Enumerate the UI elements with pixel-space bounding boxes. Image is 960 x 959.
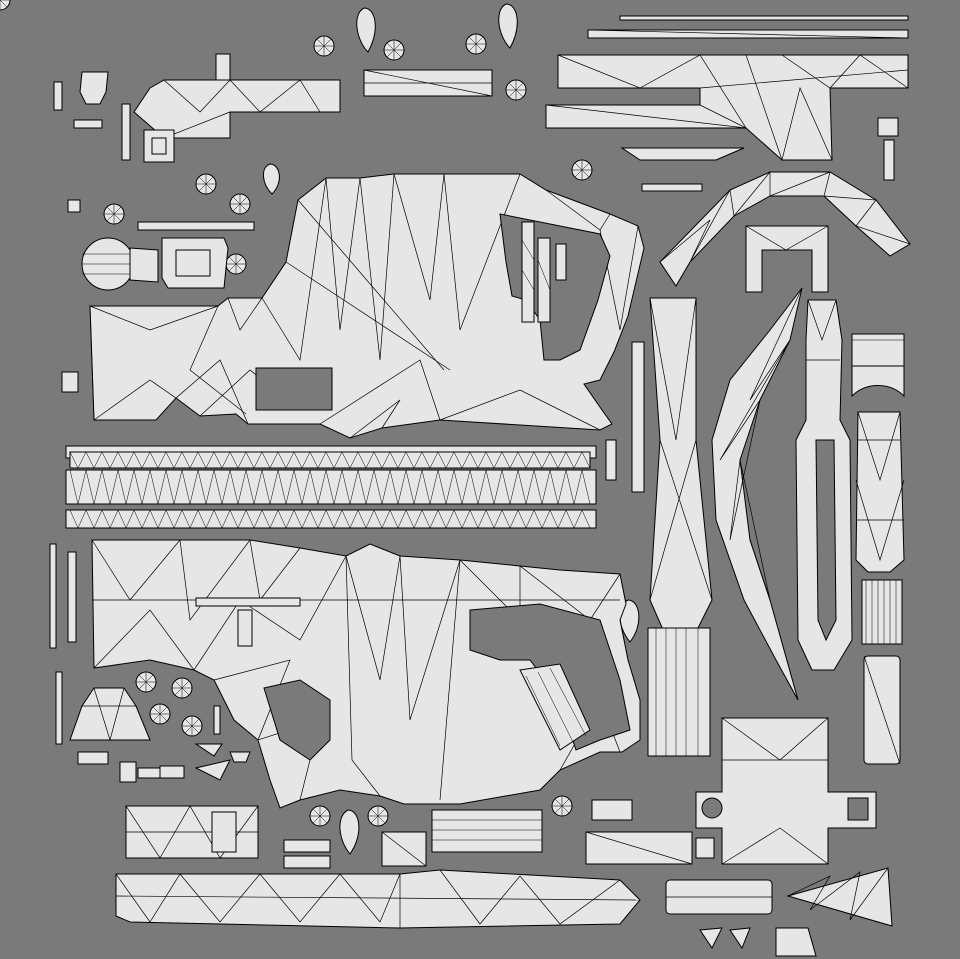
uv-island-bottom-left-parts xyxy=(69,687,251,783)
uv-island-left-small-parts xyxy=(61,199,255,393)
uv-island-radial-dials xyxy=(0,0,593,827)
uv-island-bottom-plates xyxy=(115,805,715,929)
uv-island-right-plate-with-holes xyxy=(695,717,877,865)
uv-island-left-verticals xyxy=(49,543,221,745)
uv-island-teardrops xyxy=(263,3,640,855)
uv-island-lower-inset-bars xyxy=(237,609,591,751)
uv-island-top-right-plate xyxy=(545,54,909,162)
uv-island-arch-piece xyxy=(659,171,911,287)
uv-island-top-thin-strips xyxy=(363,15,909,97)
uv-island-upper-main-body xyxy=(89,173,645,439)
uv-island-top-left-bar xyxy=(121,53,341,163)
uv-island-small-post xyxy=(883,139,895,181)
uv-island-right-column xyxy=(851,333,905,765)
uv-island-long-vertical-piece xyxy=(631,297,713,757)
uv-island-wedge xyxy=(620,147,745,161)
uv-island-upper-inset-bars xyxy=(521,221,567,323)
uv-island-slit xyxy=(641,183,703,192)
uv-island-tiny-bar xyxy=(53,81,63,111)
uv-island-curved-jagged-wing xyxy=(711,287,803,701)
uv-island-tshirt-shape xyxy=(79,71,109,105)
uv-island-bracket xyxy=(745,225,829,293)
uv-island-track-strips xyxy=(65,439,617,529)
uv-island-tiny-slab xyxy=(73,119,103,129)
uv-island-small-block xyxy=(877,117,899,137)
uv-island-loop-piece xyxy=(795,299,853,671)
uv-island-bottom-right-parts xyxy=(591,799,893,957)
